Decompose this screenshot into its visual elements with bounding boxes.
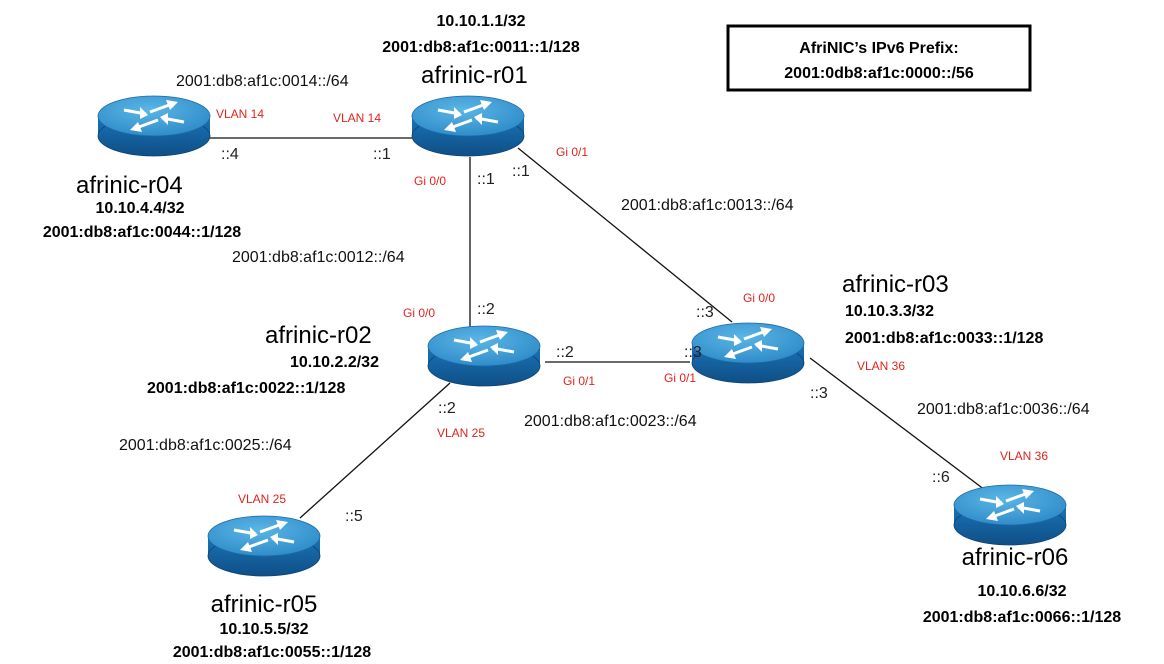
link-r01-r03-r03-host: ::3: [696, 304, 714, 321]
r05-ipv4: 10.10.5.5/32: [220, 621, 309, 638]
r01-ipv4: 10.10.1.1/32: [437, 13, 526, 30]
link-r02-r05-r05-iface: VLAN 25: [238, 492, 286, 506]
link-r03-r06-prefix: 2001:db8:af1c:0036::/64: [917, 401, 1090, 418]
link-r02-r03-r02-host: ::2: [556, 344, 574, 361]
link-r03-r06-r06-host: ::6: [932, 469, 950, 486]
r01-name: afrinic-r01: [421, 62, 528, 89]
link-r01-r04-r01-iface: VLAN 14: [333, 111, 381, 125]
link-r02-r03-r03-iface: Gi 0/1: [664, 371, 696, 385]
link-r02-r03-prefix: 2001:db8:af1c:0023::/64: [524, 413, 697, 430]
router-icon-r05: [206, 514, 322, 578]
r03-ipv4: 10.10.3.3/32: [845, 303, 934, 320]
prefix-box: [726, 24, 1032, 92]
router-icon-r04: [96, 94, 212, 158]
link-r03-r06-r06-iface: VLAN 36: [1000, 449, 1048, 463]
link-r01-r02-r02-iface: Gi 0/0: [403, 306, 435, 320]
link-r01-r02-r02-host: ::2: [477, 301, 495, 318]
link-r01-r02-r01-host: ::1: [477, 171, 495, 188]
link-r02-r05-r02-iface: VLAN 25: [437, 426, 485, 440]
link-r02-r05-r05-host: ::5: [345, 508, 363, 525]
link-r03-r06-r03-host: ::3: [810, 385, 828, 402]
link-r01-r03-prefix: 2001:db8:af1c:0013::/64: [621, 197, 794, 214]
r02-ipv4: 10.10.2.2/32: [290, 354, 379, 371]
r05-name: afrinic-r05: [211, 591, 318, 618]
r02-name: afrinic-r02: [265, 322, 372, 349]
prefix-box-title: AfriNIC’s IPv6 Prefix:: [799, 40, 958, 57]
router-icon-r03: [690, 321, 806, 385]
link-r02-r05-prefix: 2001:db8:af1c:0025::/64: [119, 437, 292, 454]
link-r01-r03-r01-host: ::1: [512, 163, 530, 180]
router-icon-r01: [410, 94, 526, 158]
link-r01-r04-r01-host: ::1: [373, 146, 391, 163]
link-r01-r02-prefix: 2001:db8:af1c:0012::/64: [232, 249, 405, 266]
link-r01-r04-r04-iface: VLAN 14: [216, 107, 264, 121]
link-r02-r05-r02-host: ::2: [438, 400, 456, 417]
r04-ipv6: 2001:db8:af1c:0044::1/128: [43, 224, 241, 241]
r06-ipv4: 10.10.6.6/32: [978, 583, 1067, 600]
r04-name: afrinic-r04: [76, 172, 183, 199]
router-icon-r02: [426, 324, 542, 388]
r06-ipv6: 2001:db8:af1c:0066::1/128: [923, 609, 1121, 626]
r06-name: afrinic-r06: [962, 544, 1069, 571]
r01-ipv6: 2001:db8:af1c:0011::1/128: [382, 39, 580, 56]
router-icon-r06: [952, 483, 1068, 547]
link-r03-r06-r03-iface: VLAN 36: [857, 359, 905, 373]
link-r01-r03: [517, 147, 733, 323]
link-r02-r05: [299, 382, 451, 519]
r05-ipv6: 2001:db8:af1c:0055::1/128: [173, 644, 371, 661]
r02-ipv6: 2001:db8:af1c:0022::1/128: [147, 380, 345, 397]
link-r02-r03-r03-host: ::3: [684, 344, 702, 361]
prefix-box-prefix: 2001:0db8:af1c:0000::/56: [784, 65, 974, 82]
link-r02-r03-r02-iface: Gi 0/1: [563, 374, 595, 388]
link-r01-r02-r01-iface: Gi 0/0: [414, 174, 446, 188]
r03-ipv6: 2001:db8:af1c:0033::1/128: [845, 330, 1043, 347]
link-r03-r06: [809, 357, 986, 491]
link-r01-r03-r01-iface: Gi 0/1: [556, 145, 588, 159]
link-r01-r04-prefix: 2001:db8:af1c:0014::/64: [176, 73, 349, 90]
r03-name: afrinic-r03: [842, 271, 949, 298]
link-r01-r04-r04-host: ::4: [221, 146, 239, 163]
link-r01-r03-r03-iface: Gi 0/0: [743, 291, 775, 305]
r04-ipv4: 10.10.4.4/32: [96, 200, 185, 217]
